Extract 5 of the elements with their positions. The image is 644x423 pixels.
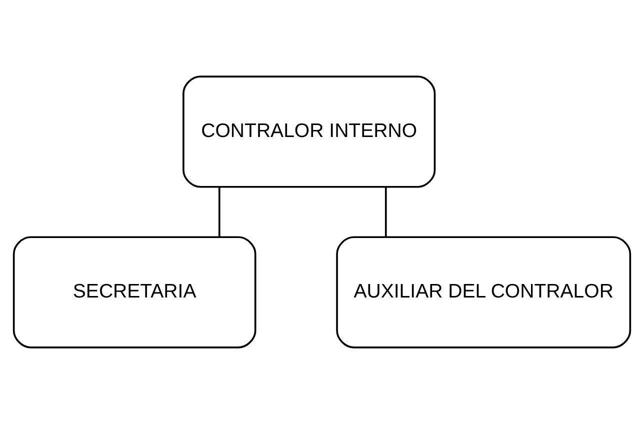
node-box: AUXILIAR DEL CONTRALOR	[336, 236, 632, 348]
node-box: CONTRALOR INTERNO	[182, 75, 436, 188]
connector	[218, 186, 220, 236]
node-box: SECRETARIA	[12, 236, 256, 348]
connector	[384, 186, 387, 236]
